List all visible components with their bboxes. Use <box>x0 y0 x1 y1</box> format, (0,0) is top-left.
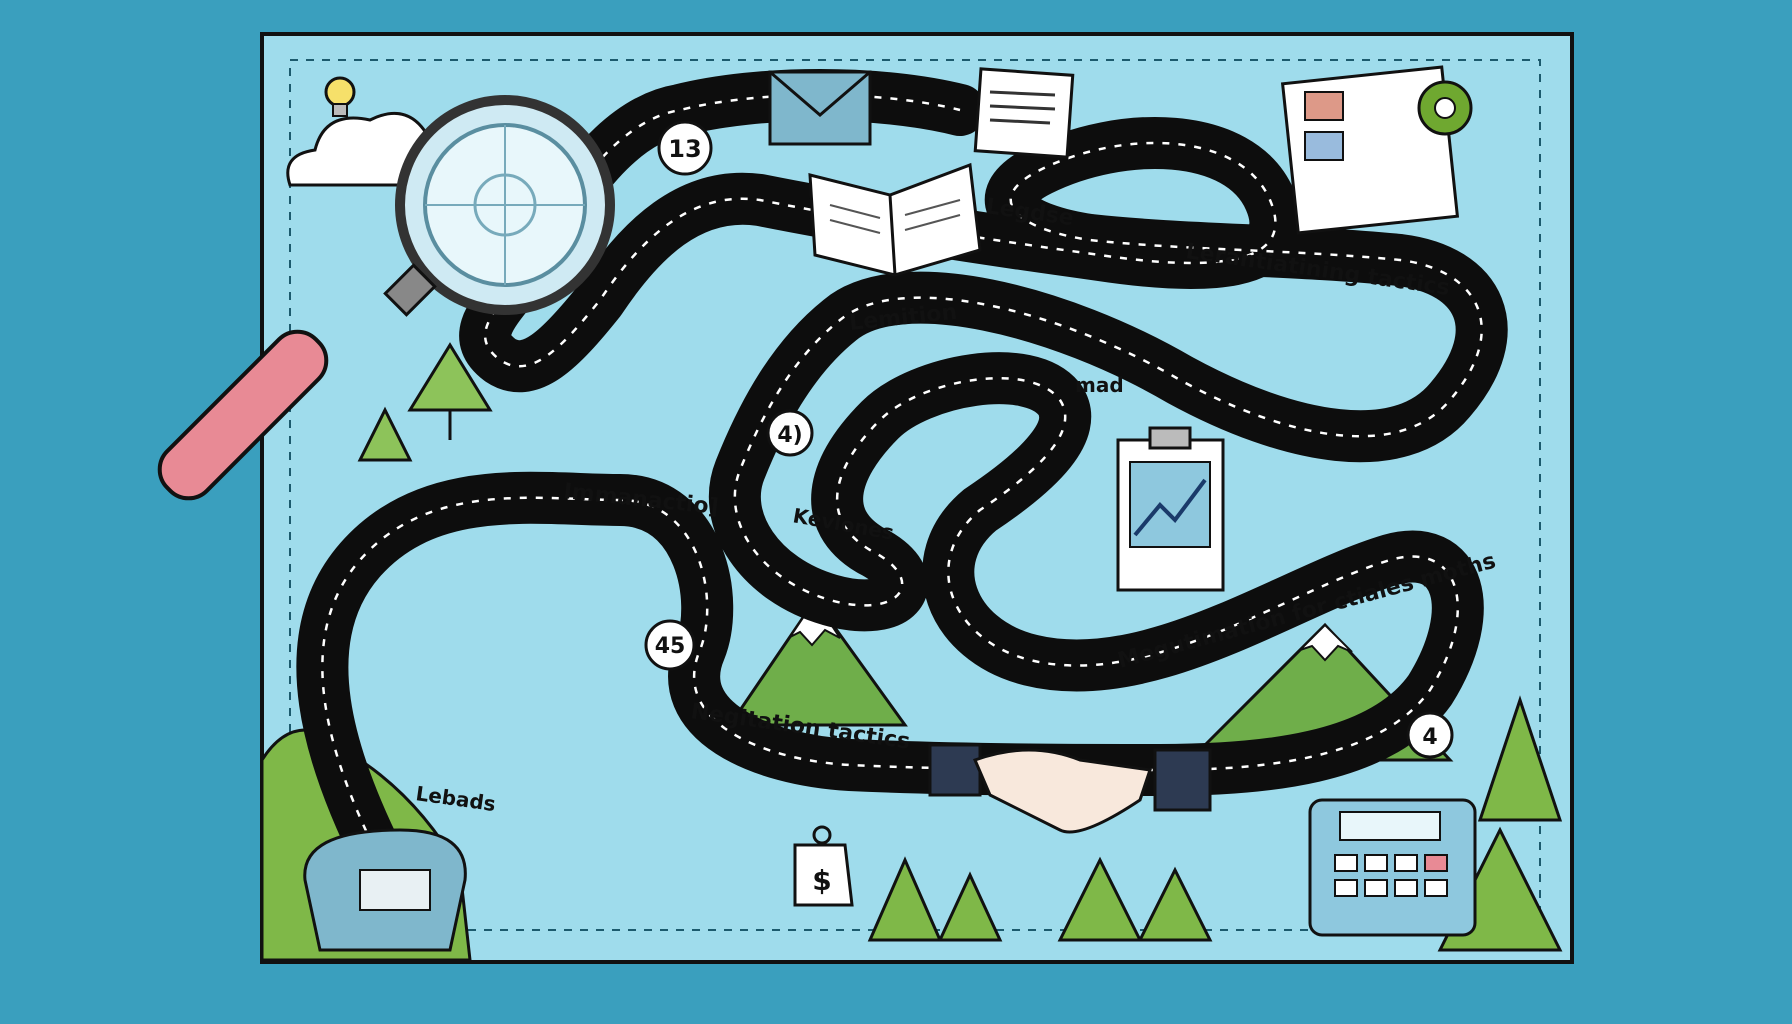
clipboard-chart-icon <box>1116 426 1225 592</box>
label-mad: mad <box>1075 373 1124 397</box>
tree-left-2 <box>357 406 413 462</box>
open-book-icon <box>808 162 982 277</box>
calculator-icon <box>1308 798 1477 937</box>
stop-4a: 4) <box>766 409 814 457</box>
stop-45-label: 45 <box>655 634 686 659</box>
envelope-icon <box>768 70 872 146</box>
stop-45: 45 <box>644 619 696 671</box>
price-tag-icon: $ <box>793 825 854 907</box>
document-icon <box>973 67 1075 159</box>
handshake-icon <box>928 743 1212 834</box>
stop-4b: 4 <box>1406 711 1454 759</box>
telephone-icon <box>303 828 467 952</box>
stop-13-label: 13 <box>668 135 701 163</box>
stop-4a-label: 4) <box>777 423 802 448</box>
stop-13: 13 <box>657 120 713 176</box>
brochure-icon <box>1280 65 1473 235</box>
price-tag-symbol: $ <box>812 864 831 897</box>
magnifying-glass-icon <box>157 95 615 501</box>
map-border-dashes <box>289 59 1541 931</box>
tree-left-1 <box>407 342 493 440</box>
stop-4b-label: 4 <box>1422 725 1437 750</box>
